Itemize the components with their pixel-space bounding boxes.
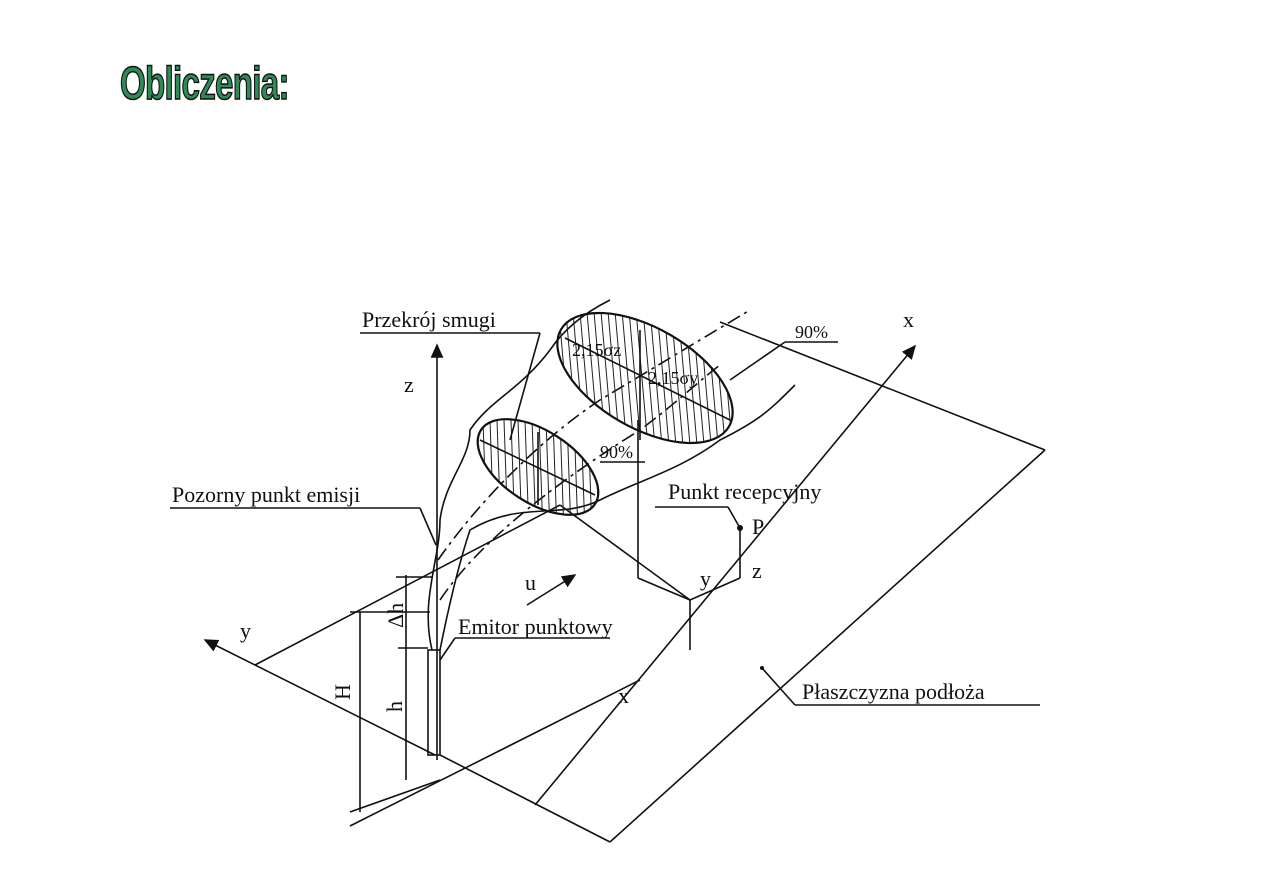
plume (170, 299, 1040, 706)
label-y-axis: y (240, 618, 251, 643)
label-point-emitter: Emitor punktowy (458, 614, 613, 639)
label-delta-h: Δh (383, 603, 408, 628)
slide-title: Obliczenia: (119, 56, 290, 110)
ground-plane (203, 321, 1046, 843)
label-90-percent-small: 90% (600, 442, 633, 462)
label-effective-height: H (330, 684, 355, 700)
label-z-axis: z (404, 372, 414, 397)
label-receptor-z: z (752, 558, 762, 583)
wind-arrow (526, 574, 577, 606)
label-x-axis: x (903, 307, 914, 332)
label-90-percent-large: 90% (795, 322, 828, 342)
label-x-distance: x (618, 683, 629, 708)
receptor-geometry (559, 420, 743, 650)
label-sigma-y: 2,15σy (648, 368, 698, 388)
label-stack-height: h (382, 701, 407, 712)
label-sigma-z: 2,15σz (572, 340, 621, 360)
x-axis-arrow (534, 344, 917, 806)
y-axis-arrow (203, 639, 436, 756)
label-apparent-emission-point: Pozorny punkt emisji (172, 482, 360, 507)
label-receptor-y: y (700, 566, 711, 591)
label-wind-speed: u (525, 570, 536, 595)
label-point-p: P (752, 514, 764, 539)
stack (349, 575, 441, 813)
label-receptor-point: Punkt recepcyjny (668, 479, 821, 504)
label-cross-section: Przekrój smugi (362, 307, 496, 332)
label-ground-plane: Płaszczyzna podłoża (802, 679, 985, 704)
